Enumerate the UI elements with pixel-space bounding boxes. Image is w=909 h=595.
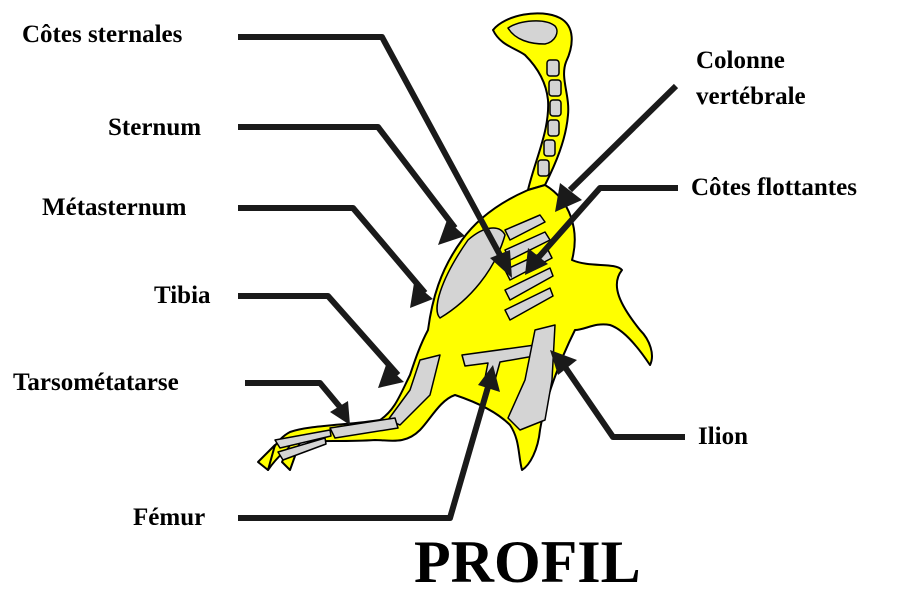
leader-metasternum [238,208,425,293]
label-tibia: Tibia [154,281,211,310]
leader-ilion [565,367,685,437]
label-metasternum: Métasternum [42,193,186,222]
label-cotes-sternales: Côtes sternales [22,20,182,49]
label-cotes-flottantes: Côtes flottantes [691,173,857,202]
label-tarsometatarse: Tarsométatarse [13,368,179,397]
diagram-title: PROFIL [414,530,641,594]
label-colonne-line1: Colonne [696,46,785,75]
label-sternum: Sternum [108,113,201,142]
label-ilion: Ilion [698,422,748,451]
leader-sternum [238,127,455,228]
leader-tarsometatarse [245,383,340,407]
leader-colonne [570,86,676,190]
leader-tibia [238,296,398,375]
bird-body [258,13,652,470]
label-femur: Fémur [133,503,205,532]
label-colonne-line2: vertébrale [696,82,806,111]
